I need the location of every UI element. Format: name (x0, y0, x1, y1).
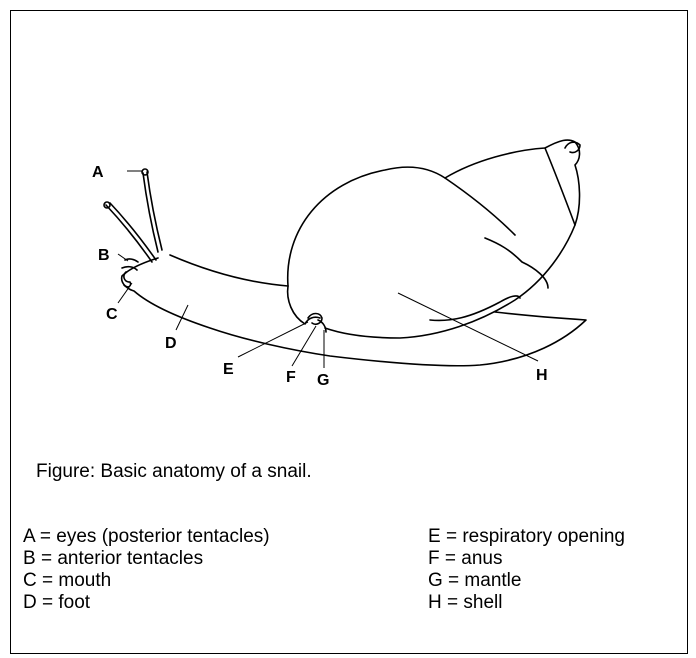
shell-aperture (288, 286, 320, 324)
label-a: A (92, 164, 104, 181)
leader-b (118, 254, 128, 261)
legend-item-a: A = eyes (posterior tentacles) (23, 526, 270, 548)
figure-caption: Figure: Basic anatomy of a snail. (36, 461, 312, 483)
leader-f (292, 326, 316, 366)
eye-stalk-1 (143, 172, 162, 252)
legend-item-d: D = foot (23, 592, 270, 614)
leader-d (176, 305, 188, 330)
label-b: B (98, 247, 110, 264)
label-c: C (106, 306, 118, 323)
legend-item-g: G = mantle (428, 570, 625, 592)
legend-left: A = eyes (posterior tentacles) B = anter… (23, 526, 270, 614)
shell-outline (288, 140, 580, 338)
label-h: H (536, 367, 548, 384)
legend-item-b: B = anterior tentacles (23, 548, 270, 570)
legend-item-c: C = mouth (23, 570, 270, 592)
snail-body-top (170, 255, 288, 286)
label-e: E (223, 361, 234, 378)
leader-h (398, 293, 538, 361)
anus-detail (318, 320, 326, 332)
legend-item-h: H = shell (428, 592, 625, 614)
legend-item-f: F = anus (428, 548, 625, 570)
shell-fold (430, 296, 520, 321)
shell-whorl-2 (545, 148, 575, 225)
label-f: F (286, 369, 296, 386)
legend-right: E = respiratory opening F = anus G = man… (428, 526, 625, 614)
shell-whorl-1 (445, 178, 515, 235)
label-d: D (165, 335, 177, 352)
legend-item-e: E = respiratory opening (428, 526, 625, 548)
snail-foot-outline (122, 258, 586, 366)
label-g: G (317, 372, 329, 389)
